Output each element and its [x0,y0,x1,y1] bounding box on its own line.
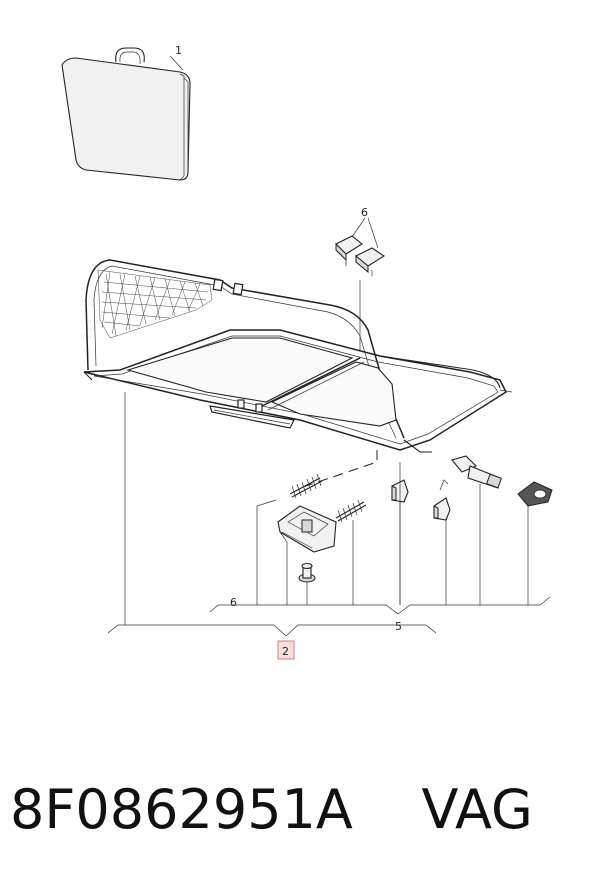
latch [451,455,502,489]
storage-bag-part [61,47,191,181]
callout-6-left: 6 [230,596,237,609]
mounting-bracket [277,505,337,553]
callout-5: 5 [395,620,402,633]
callout-1: 1 [175,44,182,57]
spring-left [289,473,323,499]
callout-6-top: 6 [361,206,368,219]
wind-deflector-frame [83,259,513,453]
parts-diagram: 1 6 [61,44,553,660]
part-number-caption: 8F0862951A VAG [10,778,533,841]
cap [517,481,553,507]
bracket-2 [107,624,437,637]
top-clips [335,217,386,276]
leader-lines [124,392,529,625]
spring-right [335,499,367,523]
bolt [298,562,316,583]
callout-2-box [277,640,295,660]
bracket-5-6 [218,596,551,615]
clip-2 [433,479,451,521]
callout-2: 2 [282,645,289,658]
